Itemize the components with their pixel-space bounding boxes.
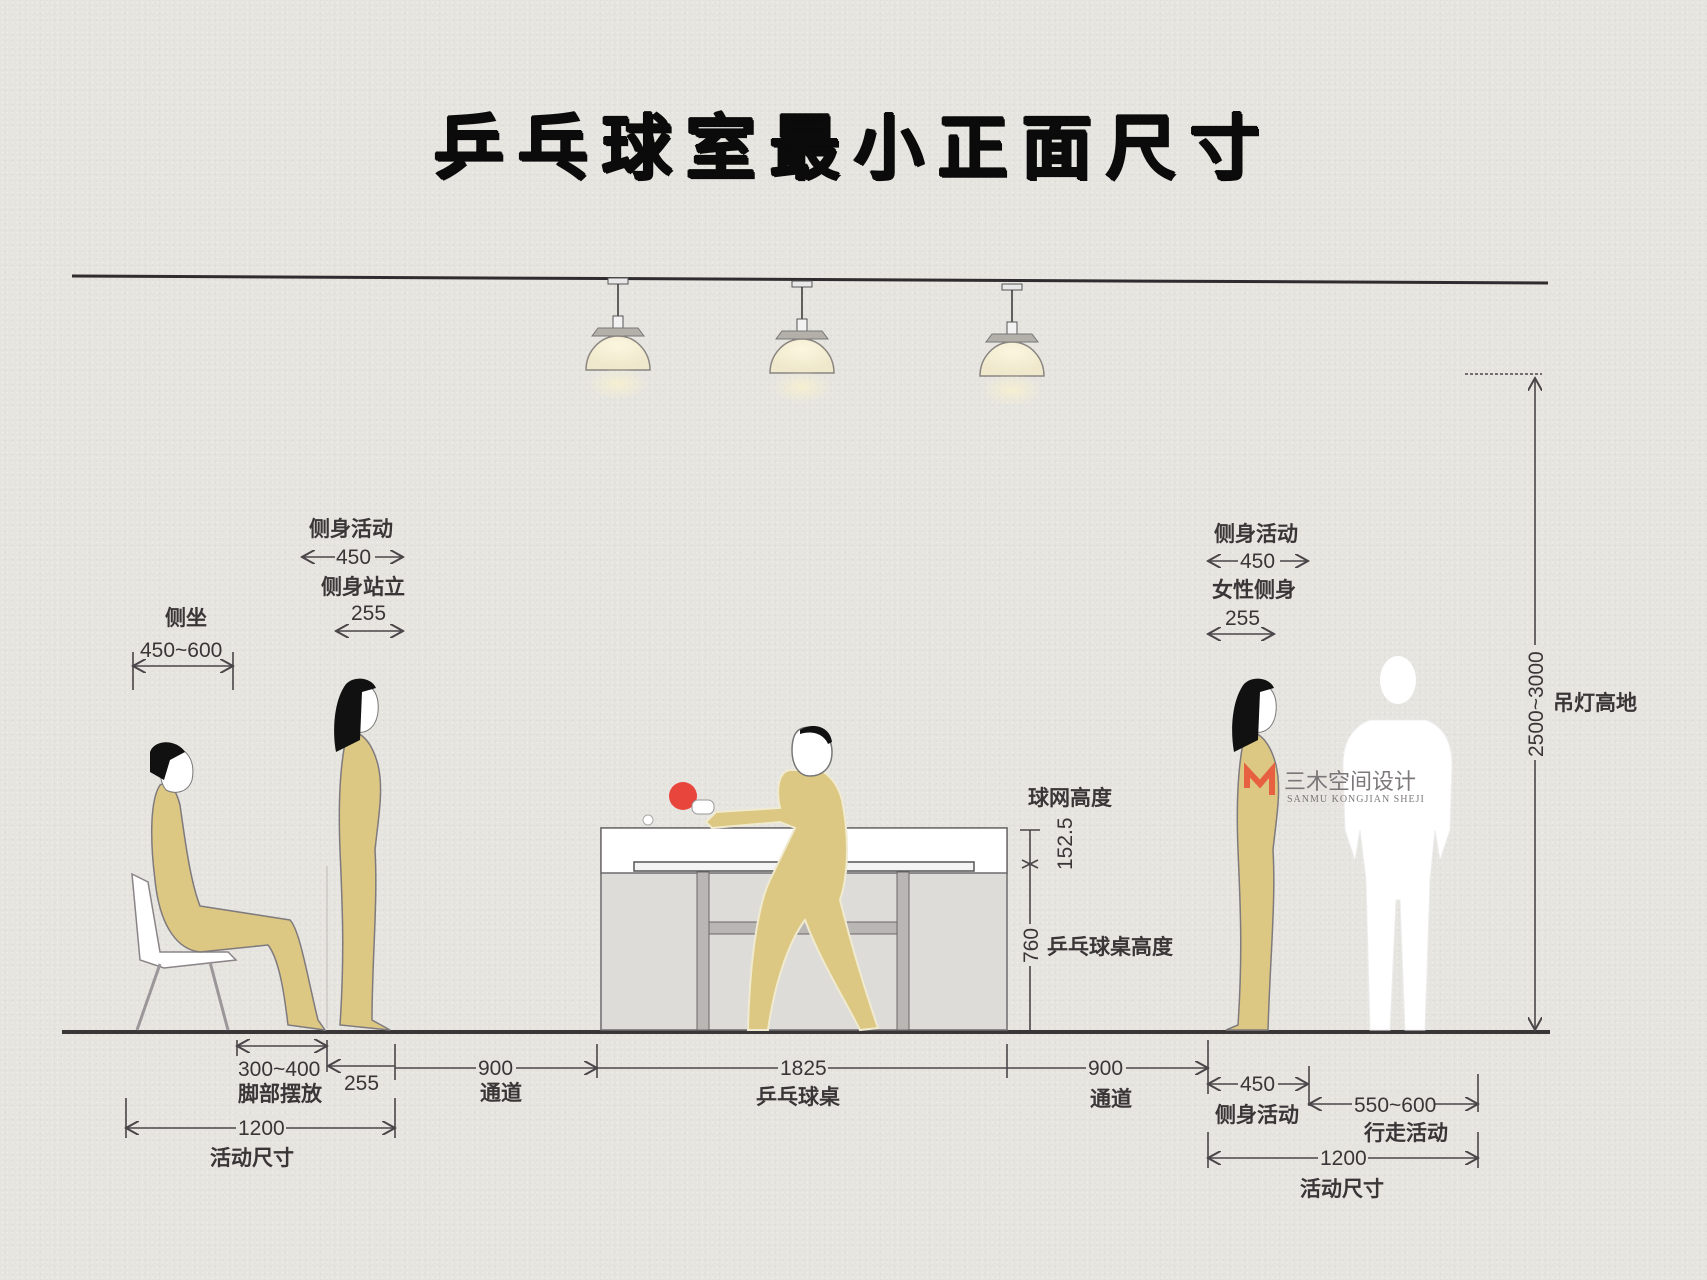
right-side-active-label: 侧身活动 (1215, 1103, 1299, 1127)
pendant-lamp-3 (979, 283, 1045, 406)
lamp-height-dimension: 2500~3000 吊灯高地 (1465, 373, 1637, 1030)
pendant-lamp-2 (769, 280, 835, 403)
right-top-annotations: 侧身活动 450 女性侧身 255 (1208, 522, 1308, 634)
left-total-label: 活动尺寸 (210, 1146, 294, 1170)
watermark-en: SANMU KONGJIAN SHEJI (1287, 794, 1425, 805)
walking-value: 550~600 (1354, 1094, 1436, 1117)
female-side-value: 255 (1225, 607, 1260, 630)
lamp-height-label: 吊灯高地 (1553, 691, 1637, 715)
side-sitting-value: 450~600 (140, 639, 222, 662)
ceiling-line (71, 274, 1549, 285)
female-side-label: 女性侧身 (1212, 578, 1296, 602)
diagram-title: 乒乓球室最小正面尺寸 (433, 107, 1274, 189)
watermark: 三木空间设计 SANMU KONGJIAN SHEJI (1244, 761, 1425, 805)
walking-person-front-figure (1342, 656, 1453, 1031)
lamp-height-value: 2500~3000 (1525, 651, 1548, 757)
aisle-left-value: 900 (478, 1057, 513, 1080)
left-total-value: 1200 (238, 1117, 285, 1140)
right-side-active-value: 450 (1240, 1073, 1275, 1096)
net-height-value: 152.5 (1054, 817, 1077, 870)
table-length-value: 1825 (780, 1057, 827, 1080)
side-active-label-left: 侧身活动 (309, 517, 393, 541)
side-active-value-left: 450 (336, 546, 371, 569)
left-top-annotations: 侧身活动 450 侧身站立 255 侧坐 450~600 (133, 517, 405, 690)
feet-value: 300~400 (238, 1058, 320, 1081)
side-sitting-label: 侧坐 (165, 606, 207, 630)
table-height-annotations: 球网高度 152.5 760 乒乓球桌高度 (1020, 786, 1173, 1030)
aisle-right-value: 900 (1088, 1057, 1123, 1080)
walking-label: 行走活动 (1363, 1121, 1448, 1145)
table-length-label: 乒乓球桌 (756, 1085, 841, 1109)
bottom-dimension-row: 300~400 脚部摆放 255 900 通道 1825 乒乓球桌 900 通道… (237, 1040, 1478, 1145)
player-figure (642, 726, 880, 1032)
feet-label: 脚部摆放 (238, 1082, 323, 1106)
right-total-label: 活动尺寸 (1300, 1177, 1384, 1201)
pendant-lamp-1 (585, 277, 651, 400)
right-total-value: 1200 (1320, 1147, 1367, 1170)
standing-woman-right-figure (1225, 678, 1280, 1031)
standing-woman-left-figure (326, 678, 391, 1031)
standing-value: 255 (344, 1072, 379, 1095)
total-activity-dimensions: 1200 活动尺寸 1200 活动尺寸 (126, 1098, 1478, 1201)
side-active-value-right: 450 (1240, 550, 1275, 573)
table-height-value: 760 (1020, 928, 1043, 963)
watermark-cn: 三木空间设计 (1284, 770, 1416, 795)
side-active-label-right: 侧身活动 (1214, 522, 1298, 546)
side-standing-label: 侧身站立 (321, 575, 405, 599)
side-standing-value: 255 (351, 602, 386, 625)
seated-person-figure (131, 742, 327, 1031)
table-height-label: 乒乓球桌高度 (1047, 935, 1173, 959)
ping-pong-table (600, 827, 1008, 1031)
aisle-right-label: 通道 (1090, 1087, 1132, 1111)
net-height-label: 球网高度 (1028, 786, 1112, 810)
aisle-left-label: 通道 (480, 1081, 522, 1105)
